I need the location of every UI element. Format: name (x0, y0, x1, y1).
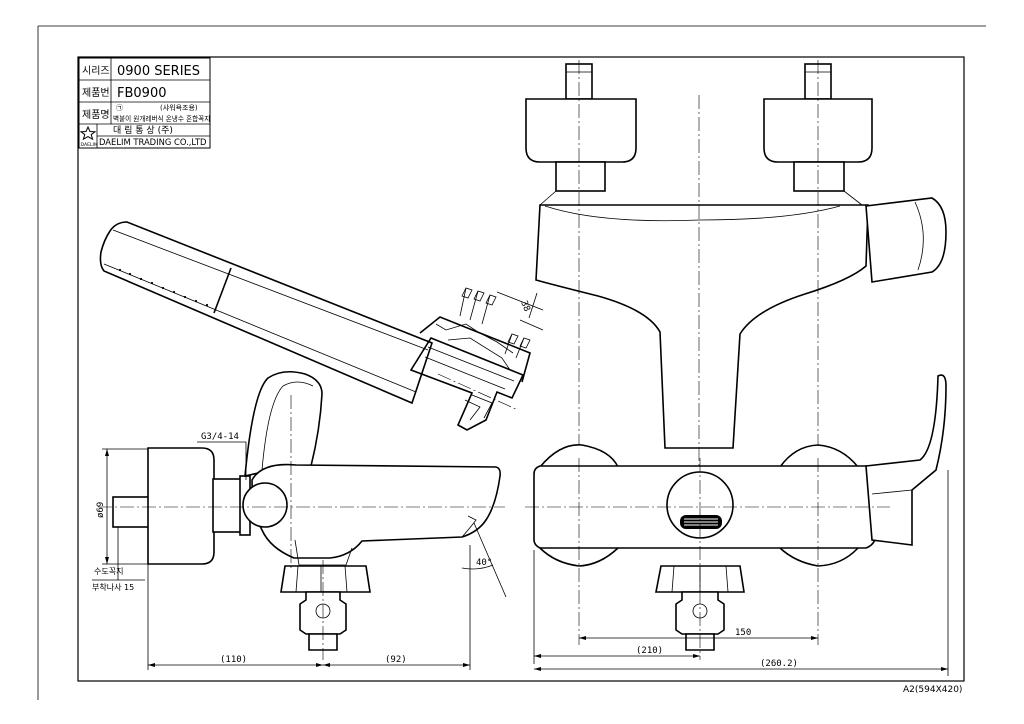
hand-shower-view: 38 (99, 221, 544, 431)
dim-260: (260.2) (760, 659, 798, 669)
dim-110: (110) (220, 655, 247, 665)
product-name-sub: (샤워욕조용) (160, 103, 198, 112)
dim-dia: ø69 (96, 502, 106, 518)
company-name-kr: 대 림 통 상 (주) (113, 124, 173, 136)
label-spout-1: 수도꼭지 (94, 567, 123, 576)
shower-nozzle-holes (118, 268, 209, 307)
series-label: 시리즈 (82, 65, 110, 77)
product-name-label: 제품명 (82, 109, 110, 121)
dim-92: (92) (385, 655, 407, 665)
front-view: 150 (210) (260.2) (525, 374, 949, 676)
dim-angle: 40° (476, 558, 492, 568)
sheet-border (37, 25, 986, 700)
connector-fins (459, 287, 531, 359)
dim-thread: G3/4-14 (201, 432, 239, 442)
product-no-value: FB0900 (117, 86, 166, 101)
dim-150: 150 (735, 628, 751, 638)
daelim-logo-icon: DAELIM (79, 125, 98, 148)
logo-text: DAELIM (81, 142, 98, 148)
dim-210: (210) (636, 646, 663, 656)
label-spout-2: 부착나사 15 (92, 583, 134, 592)
product-name-mark: ㉠ (116, 104, 123, 112)
dim-38: 38 (518, 299, 531, 313)
side-view: G3/4-14 ø69 수도꼭지 부착나사 15 40° (110) (92) (92, 370, 507, 670)
sheet-size-label: A2(594X420) (903, 685, 962, 695)
company-name-en: DAELIM TRADING CO.,LTD (99, 137, 207, 147)
series-value: 0900 SERIES (117, 64, 200, 79)
product-no-label: 제품번 (82, 87, 110, 99)
product-name-value: 벽붙이 원개레버식 온냉수 혼합꼭지 (113, 114, 210, 123)
title-block: 시리즈 0900 SERIES 제품번 FB0900 제품명 ㉠ (샤워욕조용)… (78, 57, 211, 149)
top-view (525, 60, 947, 470)
